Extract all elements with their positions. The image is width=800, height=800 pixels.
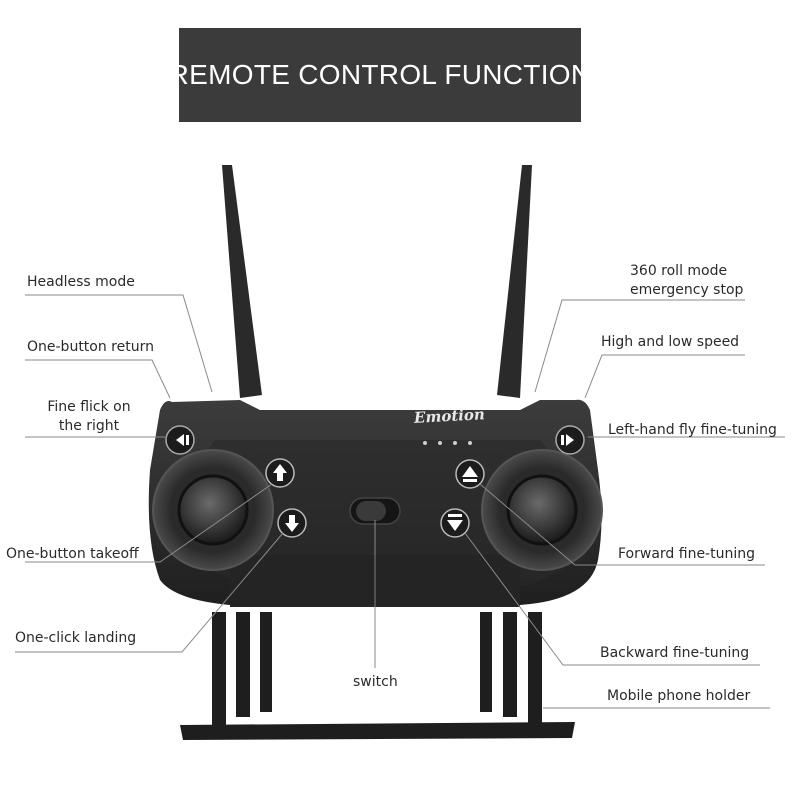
right-joystick xyxy=(481,449,603,571)
label-forward-fine-tuning: Forward fine-tuning xyxy=(618,546,755,562)
label-left-hand-fly: Left-hand fly fine-tuning xyxy=(608,422,777,438)
label-one-click-landing: One-click landing xyxy=(15,630,137,646)
power-switch xyxy=(349,497,401,525)
label-fine-flick-line1: Fine flick on xyxy=(47,399,131,415)
page-title: REMOTE CONTROL FUNCTION xyxy=(168,59,592,90)
phone-holder xyxy=(180,612,575,740)
label-headless-mode: Headless mode xyxy=(27,274,135,290)
left-antenna xyxy=(222,165,262,398)
label-one-button-takeoff: One-button takeoff xyxy=(6,546,139,562)
leader-lines xyxy=(15,294,785,709)
label-one-button-return: One-button return xyxy=(27,339,154,355)
left-side-button xyxy=(165,425,195,455)
right-antenna xyxy=(497,165,532,398)
label-mobile-phone-holder: Mobile phone holder xyxy=(607,688,751,704)
landing-button xyxy=(277,508,307,538)
label-360-roll: 360 roll mode emergency stop xyxy=(630,262,743,300)
label-backward-fine-tuning: Backward fine-tuning xyxy=(600,645,750,661)
label-high-low-speed: High and low speed xyxy=(601,334,740,350)
label-fine-flick-line2: the right xyxy=(58,418,120,434)
right-side-button xyxy=(555,425,585,455)
title-banner: REMOTE CONTROL FUNCTION xyxy=(169,28,591,122)
takeoff-button xyxy=(265,458,295,488)
label-360-roll-line2: emergency stop xyxy=(630,282,744,298)
label-360-roll-line1: 360 roll mode xyxy=(630,263,728,279)
left-joystick xyxy=(152,449,274,571)
forward-button xyxy=(455,459,485,489)
label-fine-flick: Fine flick on the right xyxy=(30,398,148,436)
brand-logo: Emotion xyxy=(413,405,486,427)
backward-button xyxy=(440,508,470,538)
label-switch: switch xyxy=(353,674,398,690)
indicator-leds xyxy=(423,441,472,445)
